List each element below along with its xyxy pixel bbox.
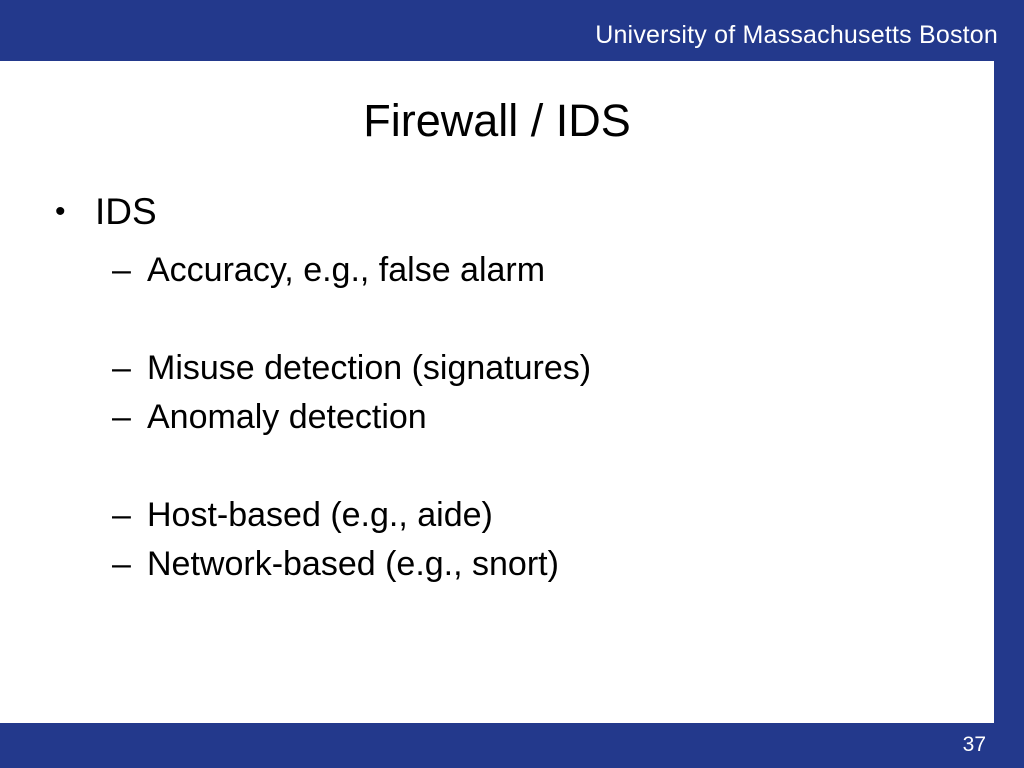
dash-marker-icon: –	[112, 251, 131, 289]
list-item: – Network-based (e.g., snort)	[0, 540, 994, 589]
header-banner: University of Massachusetts Boston	[0, 0, 1024, 61]
list-item: – Anomaly detection	[0, 393, 994, 442]
list-item-label: Anomaly detection	[147, 398, 427, 436]
dash-marker-icon: –	[112, 496, 131, 534]
right-border-accent	[994, 61, 1024, 723]
list-spacer	[0, 295, 994, 344]
bullet-list: • IDS – Accuracy, e.g., false alarm – Mi…	[0, 186, 994, 589]
bullet-marker-icon: •	[55, 195, 66, 228]
page-title: Firewall / IDS	[363, 95, 631, 146]
list-item-label: Host-based (e.g., aide)	[147, 496, 493, 534]
list-item: • IDS	[0, 186, 994, 238]
page-number: 37	[962, 733, 986, 756]
list-item-label: Network-based (e.g., snort)	[147, 545, 559, 583]
list-item-label: IDS	[95, 191, 157, 232]
list-item: – Host-based (e.g., aide)	[0, 491, 994, 540]
list-item: – Accuracy, e.g., false alarm	[0, 246, 994, 295]
dash-marker-icon: –	[112, 398, 131, 436]
dash-marker-icon: –	[112, 545, 131, 583]
list-spacer	[0, 442, 994, 491]
list-item: – Misuse detection (signatures)	[0, 344, 994, 393]
list-item-label: Misuse detection (signatures)	[147, 349, 592, 387]
list-item-label: Accuracy, e.g., false alarm	[147, 251, 546, 289]
dash-marker-icon: –	[112, 349, 131, 387]
footer-banner: 37	[0, 723, 1024, 768]
institution-name: University of Massachusetts Boston	[595, 21, 998, 49]
slide-content-area: Firewall / IDS • IDS – Accuracy, e.g., f…	[0, 61, 994, 723]
